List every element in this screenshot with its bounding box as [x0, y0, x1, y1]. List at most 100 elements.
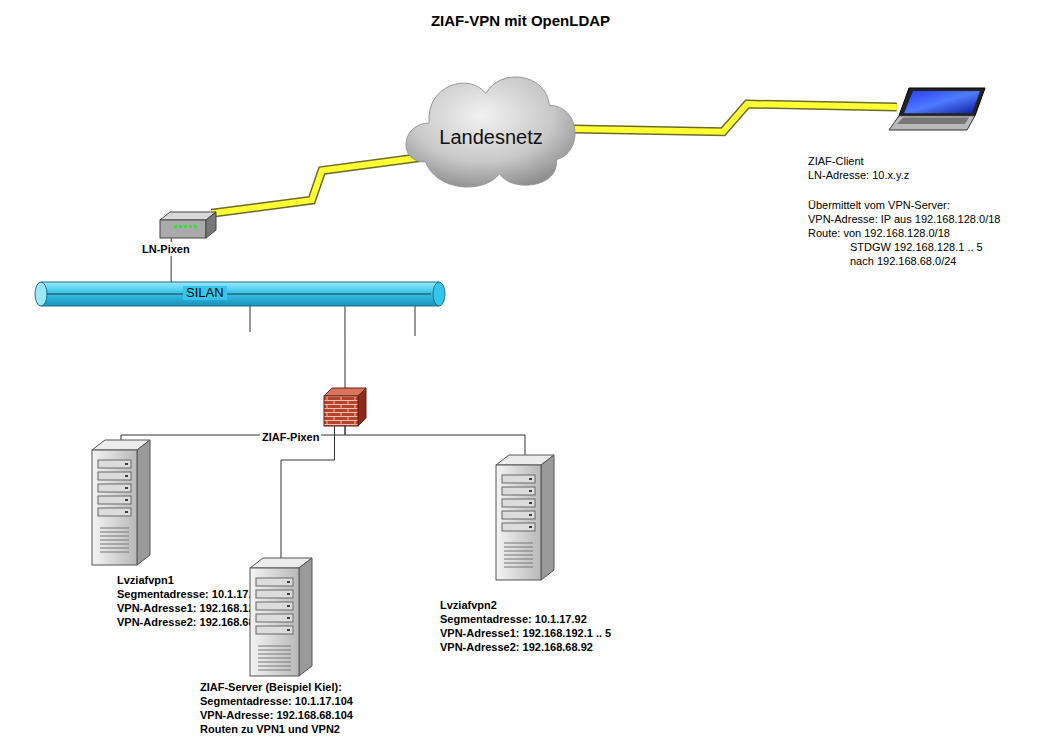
node-label: VPN-Adresse: IP aus 192.168.128.0/18: [808, 212, 1000, 226]
drive-bay: [502, 487, 535, 495]
drive-bay: [256, 626, 293, 634]
server-tower: Lvziafvpn2Segmentadresse: 10.1.17.92VPN-…: [496, 455, 554, 580]
network-segment: SILAN: [35, 282, 445, 306]
server-side: [299, 558, 312, 676]
firewall: ZIAF-Pixen: [324, 388, 366, 426]
node-label: VPN-Adresse2: 192.168.68.92: [440, 640, 593, 654]
router-front: [160, 220, 206, 238]
vent-slot: [258, 646, 291, 647]
server-front: [496, 465, 541, 580]
node-label: Segmentadresse: 10.1.17.92: [440, 612, 587, 626]
router-led: [179, 225, 182, 228]
server-icon: [92, 440, 150, 565]
firewall-front: [324, 396, 358, 426]
drive-led: [125, 511, 128, 513]
connector-group: [345, 426, 525, 458]
node-label: VPN-Adresse1: 192.168.192.1 .. 5: [440, 626, 611, 640]
drive-bay: [98, 484, 131, 492]
node-label: Übermittelt vom VPN-Server:: [808, 198, 950, 212]
drive-led: [529, 526, 532, 528]
node-label: Routen zu VPN1 und VPN2: [200, 722, 340, 736]
server-icon: [496, 455, 554, 580]
vent-slot: [100, 540, 129, 541]
network-cloud: Landesnetz: [405, 70, 577, 188]
node-label: STDGW 192.168.128.1 .. 5: [850, 240, 983, 254]
cloud-outline: [406, 77, 575, 187]
drive-led: [287, 629, 290, 631]
drive-bay: [98, 508, 131, 516]
network-cable: [281, 426, 335, 558]
bus-center-line: [47, 294, 431, 295]
diagram-title: ZIAF-VPN mit OpenLDAP: [0, 12, 1041, 29]
server-tower: Lvziafvpn1Segmentadresse: 10.1.17.91VPN-…: [92, 440, 150, 565]
silan-taps: [250, 306, 415, 336]
server-side: [541, 455, 554, 580]
node-label: LN-Pixen: [140, 242, 192, 256]
drive-led: [529, 490, 532, 492]
drive-bay: [256, 590, 293, 598]
drive-bay: [502, 511, 535, 519]
connector-group: [574, 104, 897, 132]
server-tower: ZIAF-Server (Beispiel Kiel):Segmentadres…: [250, 558, 312, 676]
vent-slot: [504, 563, 533, 564]
router-device-shape: [160, 212, 216, 238]
connector-group: [344, 306, 345, 396]
client-laptop-shape: [895, 88, 987, 130]
connector-group: [281, 426, 335, 558]
router-device: LN-Pixen: [160, 212, 216, 238]
network-segment-shape: [35, 282, 445, 306]
router-led: [189, 225, 192, 228]
drive-bay: [98, 472, 131, 480]
drive-bay: [256, 578, 293, 586]
vent-slot: [258, 654, 291, 655]
network-cable: [344, 306, 345, 396]
laptop-screen: [904, 91, 980, 113]
drive-bay: [502, 523, 535, 531]
client-laptop: ZIAF-ClientLN-Adresse: 10.x.y.zÜbermitte…: [895, 88, 987, 130]
firewall-shape: [324, 388, 366, 426]
vent-slot: [100, 544, 129, 545]
vent-slot: [258, 658, 291, 659]
network-cloud-shape: [405, 70, 577, 188]
bus-end: [433, 282, 445, 306]
drive-led: [125, 499, 128, 501]
lightning-outline: [574, 104, 897, 132]
node-label: Segmentadresse: 10.1.17.104: [200, 694, 353, 708]
drive-bay: [502, 499, 535, 507]
lightning-link: [212, 157, 423, 213]
laptop-base: [889, 116, 975, 130]
vent-slot: [258, 650, 291, 651]
laptop-icon: [889, 88, 985, 130]
drive-led: [125, 463, 128, 465]
vent-slot: [258, 662, 291, 663]
lightning-link: [574, 104, 897, 132]
vent-slot: [504, 547, 533, 548]
node-label: VPN-Adresse2: 192.168.68.91: [117, 615, 270, 629]
vent-slot: [258, 670, 291, 671]
firewall-side: [358, 388, 366, 426]
node-label: Route: von 192.168.128.0/18: [808, 226, 950, 240]
vent-slot: [100, 532, 129, 533]
server-tower-shape: [92, 440, 150, 565]
server-front: [250, 568, 299, 676]
router-led: [174, 225, 177, 228]
drive-led: [125, 487, 128, 489]
drive-bay: [256, 602, 293, 610]
network-tap: [415, 306, 416, 336]
vent-slot: [100, 552, 129, 553]
router-icon: [160, 212, 216, 238]
server-tower-shape: [250, 558, 312, 676]
vent-slot: [504, 551, 533, 552]
node-label: Lvziafvpn1: [117, 573, 174, 587]
node-label: Landesnetz: [439, 130, 542, 144]
node-label: ZIAF-Pixen: [260, 430, 321, 444]
vent-slot: [504, 543, 533, 544]
vent-slot: [100, 536, 129, 537]
drive-led: [529, 502, 532, 504]
drive-led: [287, 593, 290, 595]
vent-slot: [100, 548, 129, 549]
vent-slot: [504, 555, 533, 556]
drive-led: [125, 475, 128, 477]
router-led: [194, 225, 197, 228]
